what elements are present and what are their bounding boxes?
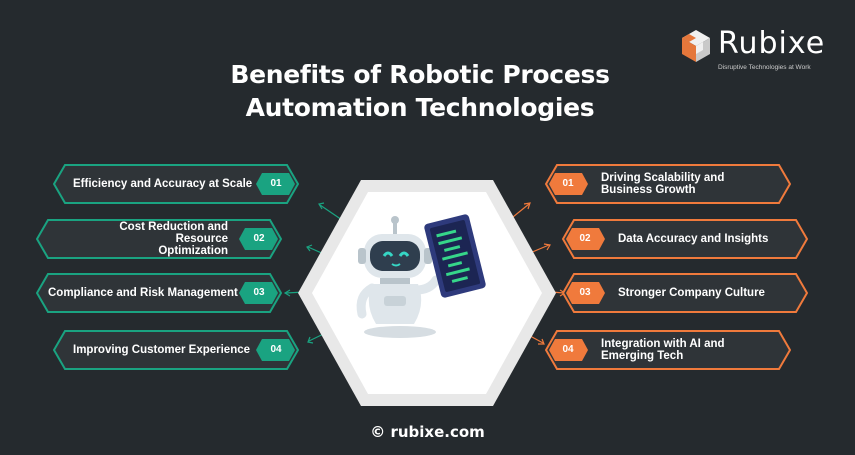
left-card-3-label: Compliance and Risk Management	[48, 287, 238, 299]
right-arrow-head-4	[538, 338, 545, 345]
left-card-4: Improving Customer Experience 04	[53, 330, 299, 370]
left-card-3: Compliance and Risk Management 03	[36, 273, 282, 313]
right-card-3-number: 03	[579, 287, 591, 298]
brand-logo: Rubixe Disruptive Technologies at Work	[678, 24, 838, 74]
logo-tagline: Disruptive Technologies at Work	[718, 64, 811, 71]
right-card-2: 02 Data Accuracy and Insights	[562, 219, 808, 259]
left-card-1-number: 01	[270, 178, 282, 189]
left-card-3-number: 03	[253, 287, 265, 298]
right-card-3: 03 Stronger Company Culture	[562, 273, 808, 313]
page-title: Benefits of Robotic Process Automation T…	[190, 58, 650, 124]
title-line-2: Automation Technologies	[245, 93, 595, 122]
right-card-2-label: Data Accuracy and Insights	[618, 233, 769, 245]
tablet-icon	[424, 214, 486, 298]
left-arrow-head-2	[306, 244, 313, 252]
robot-icon	[356, 216, 441, 338]
right-card-4-number: 04	[562, 344, 574, 355]
left-card-1-label: Efficiency and Accuracy at Scale	[73, 178, 253, 190]
right-card-3-label: Stronger Company Culture	[618, 287, 765, 299]
logo-name: Rubixe	[718, 26, 826, 61]
right-arrow-head-1	[523, 202, 531, 210]
left-card-1: Efficiency and Accuracy at Scale 01	[53, 164, 299, 204]
title-line-1: Benefits of Robotic Process	[230, 60, 610, 89]
logo-cube-icon	[682, 30, 710, 62]
left-arrow-head-1	[318, 202, 325, 210]
left-arrow-head-4	[307, 336, 314, 344]
left-arrow-head-3	[283, 289, 291, 297]
center-hexagon	[298, 180, 556, 406]
left-card-4-number: 04	[270, 344, 282, 355]
right-card-1-number: 01	[562, 178, 574, 189]
right-card-2-number: 02	[579, 233, 591, 244]
footer-credit[interactable]: © rubixe.com	[370, 423, 485, 441]
left-card-2-number: 02	[253, 233, 265, 244]
left-card-4-label: Improving Customer Experience	[73, 344, 251, 356]
right-arrow-head-2	[543, 243, 551, 251]
